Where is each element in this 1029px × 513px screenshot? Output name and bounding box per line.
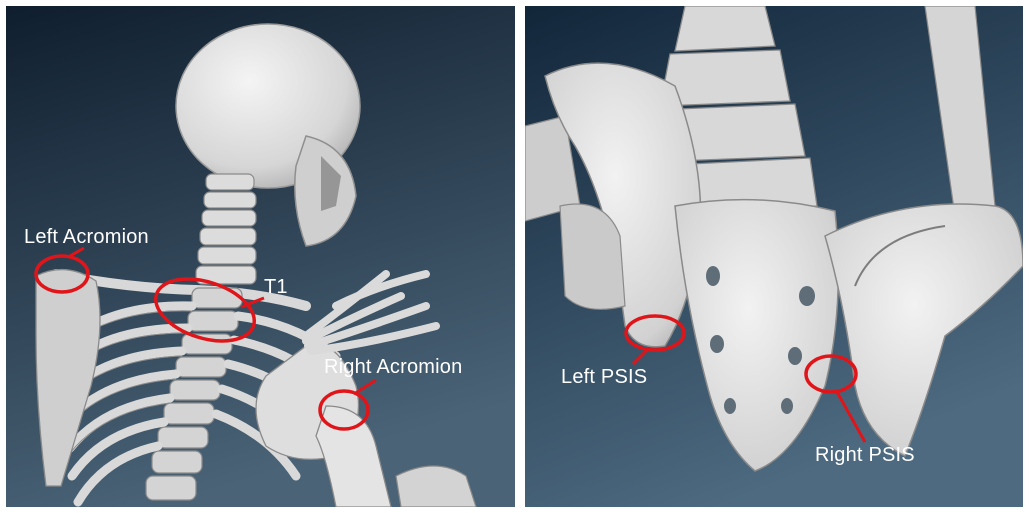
label-right-psis: Right PSIS: [815, 444, 915, 466]
label-left-psis: Left PSIS: [561, 366, 647, 388]
right-pelvis-render: [525, 6, 1023, 507]
left-skeleton-render: [6, 6, 515, 507]
label-t1: T1: [264, 276, 288, 298]
label-left-acromion: Left Acromion: [24, 226, 149, 248]
left-panel-skeleton-shoulders: Left Acromion T1 Right Acromion: [6, 6, 515, 507]
right-panel-skeleton-pelvis: Left PSIS Right PSIS: [525, 6, 1023, 507]
label-right-acromion: Right Acromion: [324, 356, 462, 378]
